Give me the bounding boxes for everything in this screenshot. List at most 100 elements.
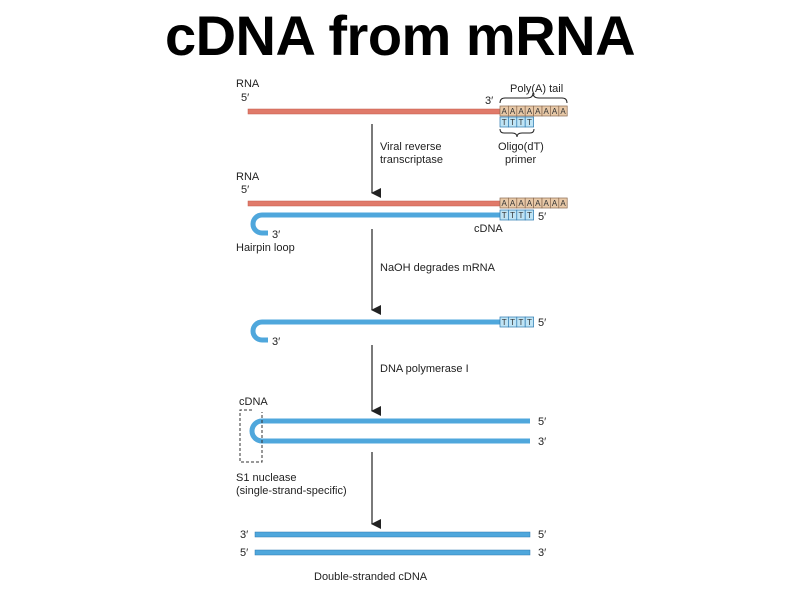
svg-text:T: T (510, 118, 515, 127)
oligo-dt-label: Oligo(dT) (498, 141, 544, 153)
svg-text:A: A (560, 199, 566, 208)
oligo-dt-base: T (524, 316, 534, 328)
oligo-dt-brace (499, 128, 535, 138)
svg-text:T: T (527, 211, 532, 220)
ds-cdna-top-strand (254, 531, 531, 538)
svg-text:T: T (502, 318, 507, 327)
step-1-label-line1: Viral reverse (380, 141, 442, 153)
oligo-dt-base: T (508, 116, 518, 128)
oligo-dt-primer-label: primer (505, 154, 537, 166)
svg-text:A: A (560, 107, 566, 116)
svg-text:T: T (510, 211, 515, 220)
svg-text:A: A (527, 199, 533, 208)
svg-text:T: T (519, 118, 524, 127)
poly-a-brace (499, 92, 568, 104)
oligo-dt-base: T (524, 209, 534, 221)
svg-text:T: T (519, 211, 524, 220)
step-3-label: DNA polymerase I (380, 363, 469, 375)
oligo-dt-base: T (508, 209, 518, 221)
s1-nuclease-label: S1 nuclease (236, 472, 297, 484)
poly-a-base: A (558, 197, 568, 209)
step-2-label: NaOH degrades mRNA (380, 262, 496, 274)
ds-top-three-prime-label: 3′ (240, 529, 248, 541)
oligo-dt-base: T (499, 316, 509, 328)
cdna-three-prime-label-3: 3′ (272, 336, 280, 348)
rna-label: RNA (236, 78, 260, 90)
poly-a-base: A (533, 105, 543, 117)
poly-a-base: A (516, 197, 526, 209)
oligo-dt-base: T (516, 209, 526, 221)
svg-text:T: T (527, 318, 532, 327)
svg-text:A: A (535, 107, 541, 116)
cdna-label: cDNA (474, 223, 503, 235)
ds-cdna-bottom-strand (254, 549, 531, 556)
svg-text:A: A (527, 107, 533, 116)
poly-a-base: A (524, 197, 534, 209)
cdna-label-4: cDNA (239, 396, 268, 408)
svg-text:T: T (519, 318, 524, 327)
svg-text:T: T (502, 118, 507, 127)
poly-a-base: A (508, 105, 518, 117)
svg-text:T: T (527, 118, 532, 127)
svg-text:A: A (535, 199, 541, 208)
poly-a-tail-label: Poly(A) tail (510, 83, 563, 95)
svg-text:A: A (518, 199, 524, 208)
double-stranded-cdna-label: Double-stranded cDNA (314, 571, 428, 583)
s1-nuclease-target-box (239, 409, 263, 463)
svg-text:A: A (510, 107, 516, 116)
oligo-dt-base: T (516, 116, 526, 128)
svg-text:A: A (502, 199, 508, 208)
poly-a-base: A (541, 105, 551, 117)
hairpin-duplex-strand (249, 418, 530, 444)
step-1-label-line2: transcriptase (380, 154, 443, 166)
rna-five-prime-label: 5′ (241, 92, 249, 104)
rna-three-prime-label: 3′ (485, 95, 493, 107)
oligo-dt-base: T (516, 316, 526, 328)
mrna-strand-2 (247, 200, 501, 207)
poly-a-base: A (499, 197, 509, 209)
hairpin-three-prime-label: 3′ (272, 229, 280, 241)
svg-text:T: T (510, 318, 515, 327)
poly-a-base: A (541, 197, 551, 209)
cdna-five-prime-label: 5′ (538, 211, 546, 223)
poly-a-base: A (558, 105, 568, 117)
stage-4-hairpin-duplex: cDNA 5′ 3′ S1 nuclease (single-strand-sp… (236, 396, 546, 497)
poly-a-base: A (550, 105, 560, 117)
duplex-five-prime-label: 5′ (538, 416, 546, 428)
svg-text:A: A (544, 107, 550, 116)
stage-5-double-stranded-cdna: 3′ 5′ 5′ 3′ Double-stranded cDNA (240, 529, 546, 583)
ds-bottom-three-prime-label: 3′ (538, 547, 546, 559)
cdna-five-prime-label-3: 5′ (538, 317, 546, 329)
poly-a-base: A (508, 197, 518, 209)
single-strand-cdna (250, 319, 500, 343)
ds-bottom-five-prime-label: 5′ (240, 547, 248, 559)
svg-text:T: T (502, 211, 507, 220)
oligo-dt-base: T (508, 316, 518, 328)
cdna-hairpin-strand (250, 212, 500, 236)
svg-text:A: A (510, 199, 516, 208)
poly-a-base: A (499, 105, 509, 117)
oligo-dt-base: T (499, 116, 509, 128)
poly-a-base: A (524, 105, 534, 117)
svg-text:A: A (502, 107, 508, 116)
duplex-three-prime-label: 3′ (538, 436, 546, 448)
poly-a-base: A (533, 197, 543, 209)
svg-text:A: A (552, 199, 558, 208)
svg-text:A: A (544, 199, 550, 208)
rna-five-prime-label-2: 5′ (241, 184, 249, 196)
s1-nuclease-specificity-label: (single-strand-specific) (236, 485, 347, 497)
ds-top-five-prime-label: 5′ (538, 529, 546, 541)
oligo-dt-base: T (524, 116, 534, 128)
svg-text:A: A (518, 107, 524, 116)
slide-title: cDNA from mRNA (164, 4, 636, 67)
oligo-dt-base: T (499, 209, 509, 221)
